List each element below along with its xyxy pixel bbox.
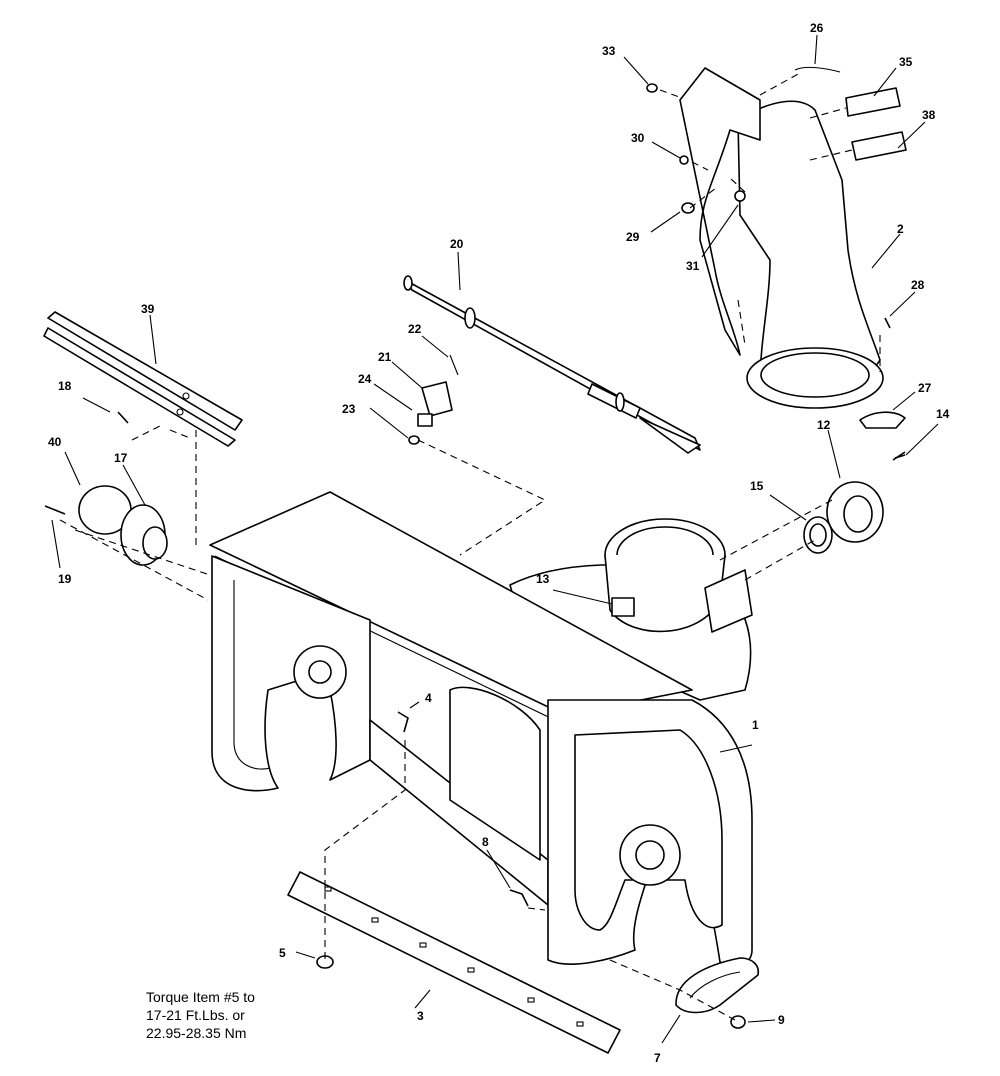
callout-13: 13: [536, 572, 550, 586]
callout-1: 1: [752, 718, 759, 732]
auger-shaft: [403, 275, 701, 454]
callout-39: 39: [141, 302, 155, 316]
torque-note-line-2: 17-21 Ft.Lbs. or: [146, 1007, 245, 1023]
callout-22: 22: [408, 322, 422, 336]
leader-lines: [51, 34, 939, 1044]
scraper-bar: [287, 871, 621, 1054]
callout-17: 17: [114, 451, 128, 465]
callout-20: 20: [450, 237, 464, 251]
callout-2: 2: [897, 222, 904, 236]
skid-shoe: [675, 957, 760, 1014]
torque-note-line-1: Torque Item #5 to: [146, 989, 255, 1005]
callout-33: 33: [602, 44, 616, 58]
callout-19: 19: [58, 572, 72, 586]
assembly-lines: [59, 72, 881, 1021]
torque-note-line-3: 22.95-28.35 Nm: [146, 1025, 247, 1041]
callout-21: 21: [378, 350, 392, 364]
fasteners: [316, 454, 906, 1029]
callout-35: 35: [899, 55, 913, 69]
torque-note: Torque Item #5 to 17-21 Ft.Lbs. or 22.95…: [146, 988, 255, 1042]
callout-24: 24: [358, 372, 372, 386]
callout-4: 4: [425, 691, 432, 705]
chute-hardware: [646, 83, 891, 329]
callout-27: 27: [918, 381, 932, 395]
callout-labels: 1 2 3 4 5 7 8 9 12 13 14 15 17 18 19 20 …: [48, 21, 950, 1065]
callout-28: 28: [911, 278, 925, 292]
bearing-block: [408, 354, 459, 445]
callout-29: 29: [626, 230, 640, 244]
callout-7: 7: [654, 1051, 661, 1065]
callout-40: 40: [48, 435, 62, 449]
callout-14: 14: [936, 407, 950, 421]
callout-30: 30: [631, 131, 645, 145]
callout-5: 5: [279, 946, 286, 960]
callout-38: 38: [922, 108, 936, 122]
decal-plates: [845, 87, 907, 161]
callout-23: 23: [342, 402, 356, 416]
discharge-chute: [679, 66, 906, 429]
callout-31: 31: [686, 259, 700, 273]
auger-housing: [209, 491, 753, 967]
callout-3: 3: [417, 1009, 424, 1023]
callout-15: 15: [750, 479, 764, 493]
callout-12: 12: [817, 418, 831, 432]
rail-bar: [43, 311, 243, 447]
right-bearing-flange: [803, 451, 906, 554]
callout-18: 18: [58, 379, 72, 393]
callout-9: 9: [778, 1013, 785, 1027]
callout-26: 26: [810, 21, 824, 35]
callout-8: 8: [482, 835, 489, 849]
left-bearing-flange: [44, 411, 168, 566]
